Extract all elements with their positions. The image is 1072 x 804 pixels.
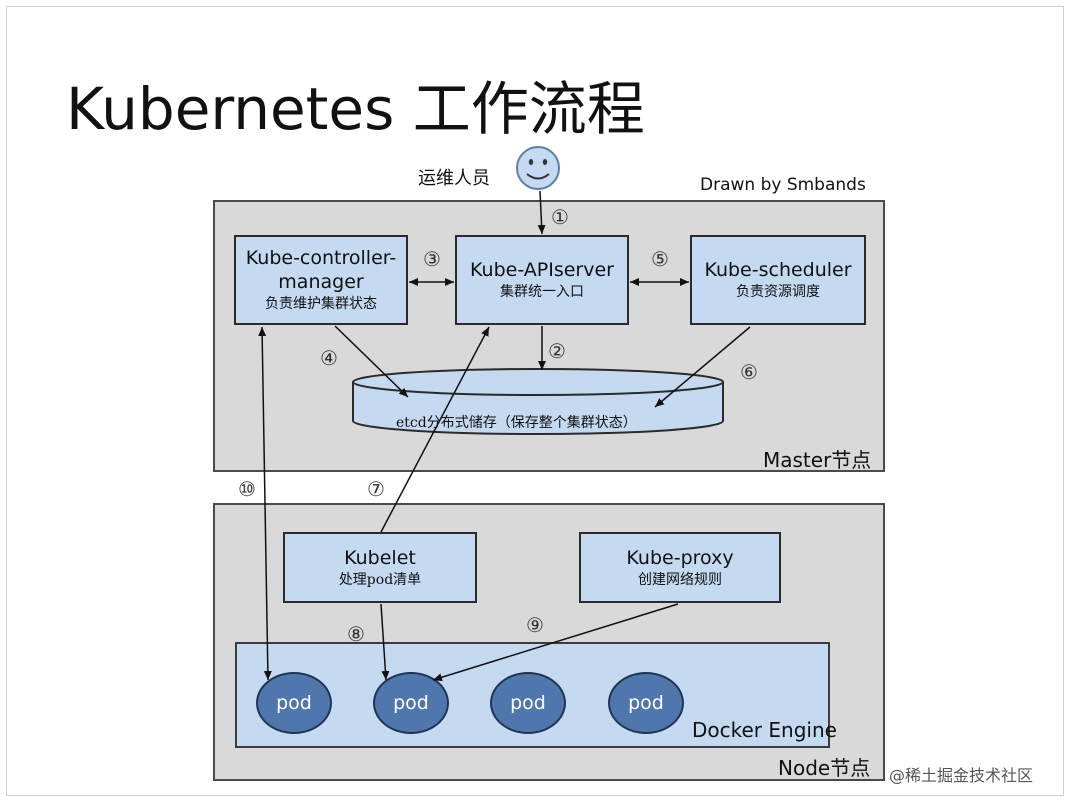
pod-1: pod	[256, 672, 332, 734]
scheduler-name: Kube-scheduler	[704, 259, 852, 281]
kubelet-name: Kubelet	[344, 546, 416, 569]
controller-name-line2: manager	[278, 271, 364, 293]
pod-3: pod	[490, 672, 566, 734]
arrow-8	[380, 603, 390, 681]
arrow-1	[537, 190, 546, 235]
kubelet-desc: 处理pod清单	[338, 571, 422, 588]
arrow-10	[258, 326, 272, 681]
arrow-6	[654, 326, 751, 408]
controller-desc: 负责维护集群状态	[265, 296, 377, 312]
step-2-label: ②	[548, 339, 566, 363]
apiserver-name: Kube-APIserver	[470, 259, 614, 281]
node-label: Node节点	[778, 756, 871, 780]
arrow-4	[334, 325, 409, 398]
apiserver-box: Kube-APIserver 集群统一入口	[455, 235, 629, 325]
arrow-7	[380, 326, 490, 533]
controller-name-line1: Kube-controller-	[245, 247, 397, 269]
apiserver-desc: 集群统一入口	[500, 284, 584, 300]
scheduler-box: Kube-scheduler 负责资源调度	[690, 235, 866, 325]
watermark: @稀土掘金技术社区	[889, 766, 1034, 785]
step-6-label: ⑥	[740, 360, 758, 384]
kube-proxy-name: Kube-proxy	[626, 546, 734, 569]
step-5-label: ⑤	[651, 247, 669, 271]
etcd-label: etcd分布式储存（保存整个集群状态）	[396, 415, 637, 431]
step-7-label: ⑦	[367, 477, 385, 501]
step-9-label: ⑨	[526, 613, 544, 637]
docker-engine-label: Docker Engine	[692, 718, 837, 742]
credit-text: Drawn by Smbands	[700, 175, 866, 195]
slide-frame	[6, 6, 1064, 796]
slide-title: Kubernetes 工作流程	[66, 75, 645, 143]
step-10-label: ⑩	[238, 477, 256, 501]
kube-proxy-box: Kube-proxy 创建网络规则	[579, 532, 781, 603]
step-8-label: ⑧	[347, 622, 365, 646]
controller-manager-box: Kube-controller- manager 负责维护集群状态	[234, 235, 408, 325]
arrow-9	[432, 603, 679, 682]
step-3-label: ③	[423, 247, 441, 271]
kube-proxy-desc: 创建网络规则	[638, 571, 722, 588]
step-4-label: ④	[320, 346, 338, 370]
operator-label: 运维人员	[418, 168, 490, 189]
kubelet-box: Kubelet 处理pod清单	[283, 532, 477, 603]
pod-2: pod	[373, 672, 449, 734]
step-1-label: ①	[551, 205, 569, 229]
master-label: Master节点	[763, 448, 872, 472]
pod-4: pod	[608, 672, 684, 734]
scheduler-desc: 负责资源调度	[736, 284, 820, 300]
